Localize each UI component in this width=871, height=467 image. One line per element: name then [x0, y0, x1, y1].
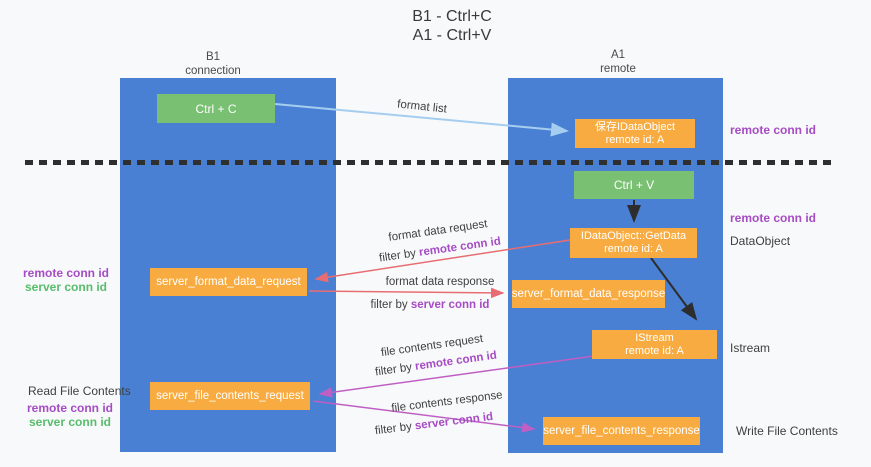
istream-side-label: Istream	[730, 341, 771, 355]
server-conn-id-key: server conn id	[410, 299, 490, 311]
istream-box: IStream remote id: A	[592, 330, 717, 359]
idataobject-getdata-box: IDataObject::GetData remote id: A	[570, 228, 697, 258]
right-column-name: A1	[610, 49, 626, 61]
ctrl-c-box: Ctrl + C	[157, 94, 275, 123]
ctrl-c-label: Ctrl + C	[195, 101, 237, 116]
remote-conn-id-key: remote conn id	[418, 235, 502, 259]
server-format-data-request-label: server_format_data_request	[156, 276, 301, 288]
save-idataobject-line1: 保存IDataObject	[594, 120, 676, 133]
server-file-contents-response-label: server_file_contents_response	[543, 425, 700, 437]
read-file-contents-label: Read File Contents	[28, 384, 131, 398]
left-bottom-conn-id-group: remote conn id server conn id	[18, 401, 122, 429]
istream-line2: remote id: A	[625, 344, 684, 357]
right-column-header: A1 remote	[563, 48, 673, 76]
server-file-contents-request-label: server_file_contents_request	[156, 390, 304, 402]
ctrl-v-box: Ctrl + V	[574, 171, 694, 199]
left-bottom-remote-conn-id-label: remote conn id	[26, 401, 113, 415]
filter-by-text: filter by	[370, 299, 411, 311]
left-column-role: connection	[185, 65, 241, 77]
server-file-contents-request-box: server_file_contents_request	[150, 382, 310, 410]
right-top-remote-conn-id-label: remote conn id	[730, 123, 817, 137]
save-idataobject-line2: remote id: A	[605, 133, 665, 146]
left-mid-remote-conn-id-label: remote conn id	[22, 266, 109, 280]
format-data-response-filter-label: filter by server conn id	[371, 299, 490, 311]
title-line-1: B1 - Ctrl+C	[412, 8, 492, 25]
istream-line1: IStream	[635, 331, 674, 344]
remote-conn-id-key: remote conn id	[414, 349, 498, 373]
filter-by-text: filter by	[374, 360, 416, 379]
server-format-data-request-box: server_format_data_request	[150, 268, 307, 296]
left-bottom-server-conn-id-label: server conn id	[28, 415, 112, 429]
idataobject-getdata-line1: IDataObject::GetData	[580, 230, 687, 242]
save-idataobject-box: 保存IDataObject remote id: A	[575, 119, 695, 148]
server-conn-id-key: server conn id	[414, 410, 494, 433]
filter-by-text: filter by	[374, 420, 416, 438]
diagram-title: B1 - Ctrl+C A1 - Ctrl+V	[347, 7, 557, 45]
server-format-data-response-box: server_format_data_response	[512, 280, 665, 308]
idataobject-getdata-line2: remote id: A	[604, 243, 663, 255]
phase-divider-dashed-line	[25, 160, 837, 165]
server-format-data-response-label: server_format_data_response	[511, 288, 666, 300]
left-mid-server-conn-id-label: server conn id	[24, 280, 108, 294]
dataobject-label: DataObject	[730, 234, 791, 248]
left-column-header: B1 connection	[158, 50, 268, 78]
title-line-2: A1 - Ctrl+V	[412, 27, 492, 44]
ctrl-v-label: Ctrl + V	[613, 178, 655, 192]
left-mid-conn-id-group: remote conn id server conn id	[14, 266, 118, 294]
write-file-contents-label: Write File Contents	[736, 424, 838, 438]
server-file-contents-response-box: server_file_contents_response	[543, 417, 700, 445]
right-column-role: remote	[600, 63, 636, 75]
right-mid-remote-conn-id-label: remote conn id	[730, 211, 817, 225]
format-list-label: format list	[396, 98, 448, 116]
filter-by-text: filter by	[378, 246, 420, 265]
format-data-response-arrow	[308, 287, 505, 299]
format-data-response-label: format data response	[385, 276, 495, 288]
left-column-name: B1	[205, 51, 221, 63]
